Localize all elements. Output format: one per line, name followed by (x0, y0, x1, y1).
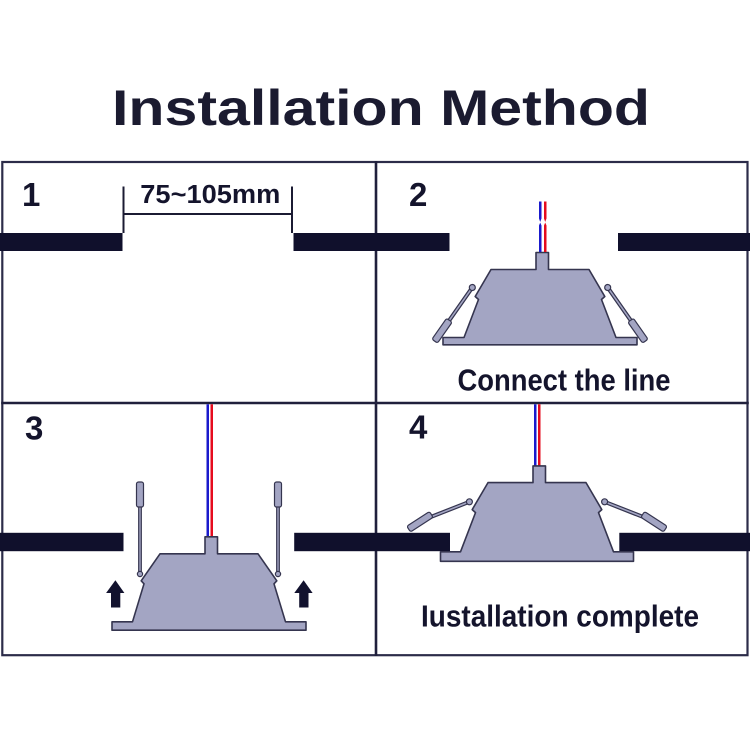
svg-text:Installation Method: Installation Method (112, 80, 650, 136)
svg-text:3: 3 (25, 409, 43, 446)
svg-text:Iustallation complete: Iustallation complete (421, 599, 699, 634)
svg-text:2: 2 (409, 176, 427, 213)
svg-text:4: 4 (409, 409, 428, 446)
svg-text:1: 1 (22, 176, 40, 213)
svg-text:Connect the line: Connect the line (458, 363, 671, 398)
svg-text:75~105mm: 75~105mm (140, 181, 280, 209)
